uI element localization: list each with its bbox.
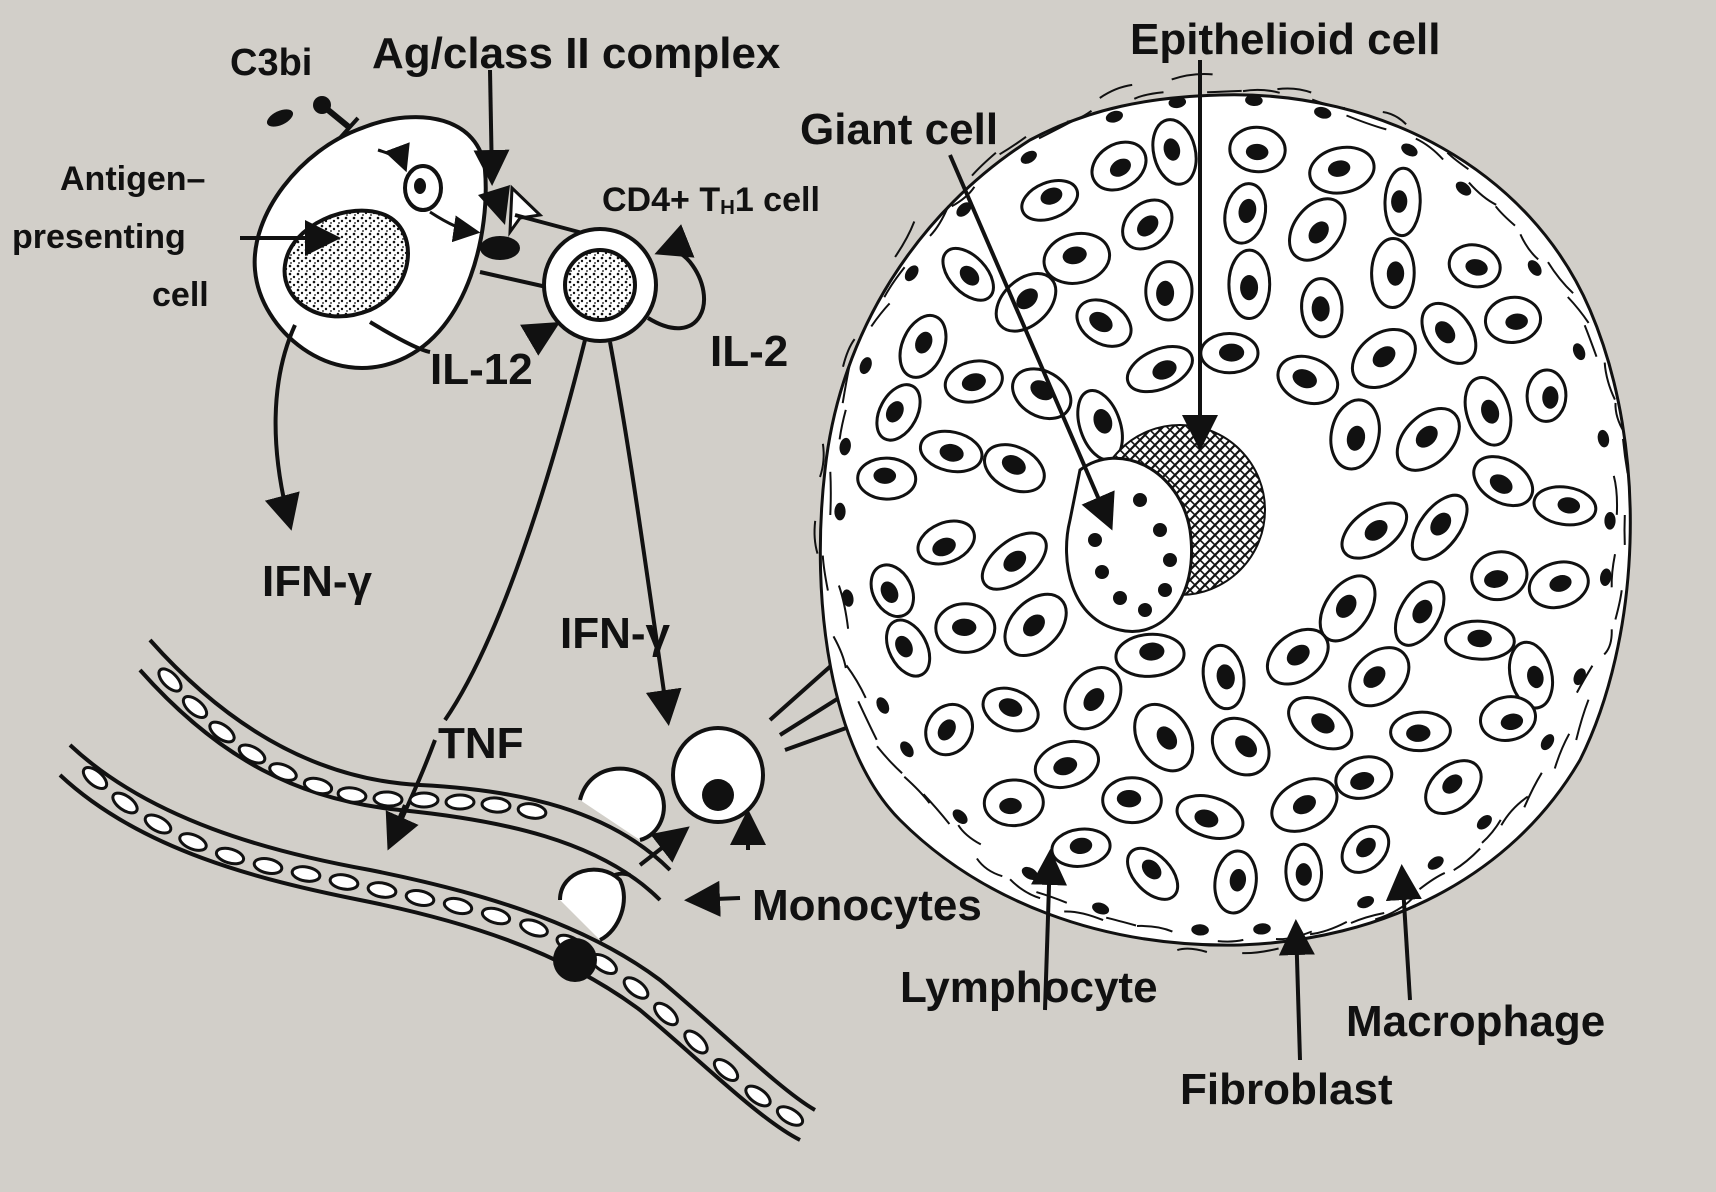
- ifn-gamma-mid-label: IFN-γ: [560, 612, 670, 656]
- cd4-th1-prefix: CD4+ T: [602, 181, 720, 219]
- macrophage-label: Macrophage: [1346, 1000, 1605, 1044]
- granuloma-fibril: [1134, 92, 1163, 99]
- granuloma-fibril: [1242, 949, 1278, 954]
- il12-label: IL-12: [430, 348, 533, 392]
- fibroblast-label: Fibroblast: [1180, 1068, 1393, 1112]
- granuloma-fibril: [815, 521, 818, 554]
- epithelioid-cell: [1526, 369, 1566, 422]
- epithelioid-cell: [857, 457, 916, 499]
- granuloma-fibril: [1172, 74, 1213, 79]
- cd4-th1-cell: [544, 229, 704, 341]
- epithelioid-cell-label: Epithelioid cell: [1130, 18, 1441, 62]
- il2-label: IL-2: [710, 330, 788, 374]
- monocytes-label: Monocytes: [752, 884, 982, 928]
- apc-label-line1: Antigen–: [60, 162, 205, 196]
- granuloma-fibril: [820, 444, 824, 477]
- granuloma-fibril: [1243, 90, 1280, 93]
- cell-nucleus: [1219, 344, 1244, 362]
- granuloma-fibril: [1207, 91, 1242, 92]
- granuloma-fibril: [1177, 949, 1207, 952]
- ifn-gamma-left-label: IFN-γ: [262, 560, 372, 604]
- apc-label-line2: presenting: [12, 220, 186, 254]
- c3bi-label: C3bi: [230, 44, 312, 82]
- epithelioid-cell: [1285, 844, 1323, 901]
- blood-vessel-upper: [140, 640, 670, 900]
- granuloma-fibril: [1277, 88, 1311, 92]
- epithelioid-cell: [936, 603, 996, 652]
- epithelioid-cell: [1145, 261, 1193, 321]
- apc-label-line3: cell: [152, 278, 209, 312]
- tnf-label: TNF: [438, 722, 524, 766]
- epithelioid-cell: [1229, 250, 1270, 319]
- epithelioid-cell: [1384, 168, 1421, 236]
- cd4-th1-suffix: 1 cell: [735, 181, 820, 219]
- granuloma-fibril: [830, 472, 831, 515]
- monocyte-migrating: [673, 728, 763, 822]
- epithelioid-cell: [1103, 778, 1162, 823]
- cd4-th1-subscript: H: [720, 197, 735, 219]
- giant-cell-label: Giant cell: [800, 108, 998, 152]
- epithelioid-cell: [1229, 126, 1287, 174]
- granuloma-fibril: [1100, 85, 1132, 98]
- epithelioid-cell: [983, 779, 1044, 827]
- antigen-presenting-cell: [255, 117, 486, 368]
- c3bi-receptor-icon: [264, 96, 358, 138]
- cell-nucleus: [1240, 275, 1258, 300]
- lymphocyte-label: Lymphocyte: [900, 966, 1158, 1010]
- epithelioid-cell: [1371, 238, 1415, 308]
- cd4-th1-cell-label: CD4+ TH1 cell: [602, 183, 820, 218]
- epithelioid-cell: [1201, 333, 1258, 372]
- ag-class-ii-complex-label: Ag/class II complex: [372, 32, 780, 76]
